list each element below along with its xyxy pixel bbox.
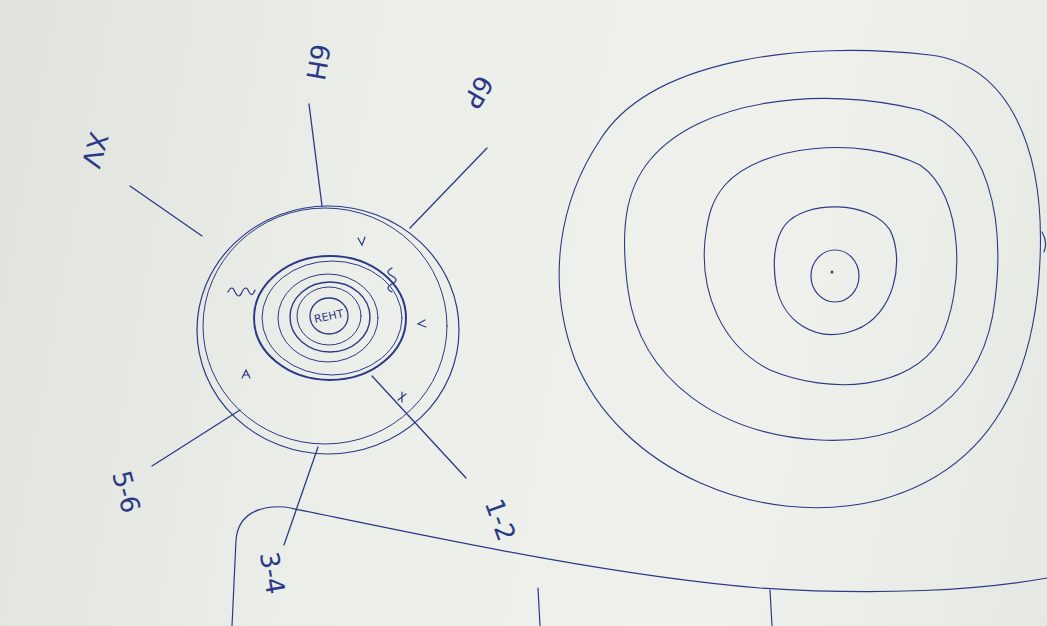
- callout-number: 6H: [302, 42, 334, 82]
- circle-outline: [310, 298, 348, 334]
- contour-ring: [811, 250, 859, 302]
- inner-ring: [297, 287, 361, 345]
- callout-number: 3-4: [256, 550, 289, 596]
- contour-ring: [559, 50, 1040, 507]
- tick: [418, 320, 426, 327]
- callout-number: XV: [78, 129, 112, 170]
- callout-number: 6P: [459, 72, 498, 113]
- contour-ring: [704, 148, 957, 385]
- contour-ring: [774, 207, 896, 335]
- leader-line: [309, 104, 322, 206]
- outline: [538, 588, 540, 626]
- tick: [242, 370, 250, 378]
- inner-ring: [290, 282, 370, 352]
- outline: [770, 590, 772, 626]
- outline: [232, 507, 1047, 626]
- middle-ring: [254, 256, 406, 380]
- leader-line: [130, 186, 202, 236]
- ink: [130, 50, 1047, 626]
- leader-line: [284, 447, 318, 545]
- leader-line: [410, 148, 487, 228]
- callout-number: 1-2: [481, 496, 520, 545]
- outer-ring: [203, 208, 447, 444]
- leader-line: [372, 376, 466, 478]
- tick: [358, 237, 365, 245]
- outer-ring: [197, 206, 459, 454]
- tick: [398, 392, 406, 402]
- edge-mark: [1042, 232, 1046, 252]
- node-label: REHT: [313, 307, 345, 326]
- leader-line: [152, 410, 240, 466]
- center-dot: [831, 271, 834, 274]
- squiggle: [388, 268, 396, 292]
- middle-ring: [262, 261, 402, 375]
- center-circle: REHT: [309, 296, 349, 336]
- squiggle: [228, 288, 255, 296]
- inner-ring: [278, 274, 378, 362]
- callout-number: 5-6: [108, 468, 144, 516]
- contour-ring: [624, 98, 997, 440]
